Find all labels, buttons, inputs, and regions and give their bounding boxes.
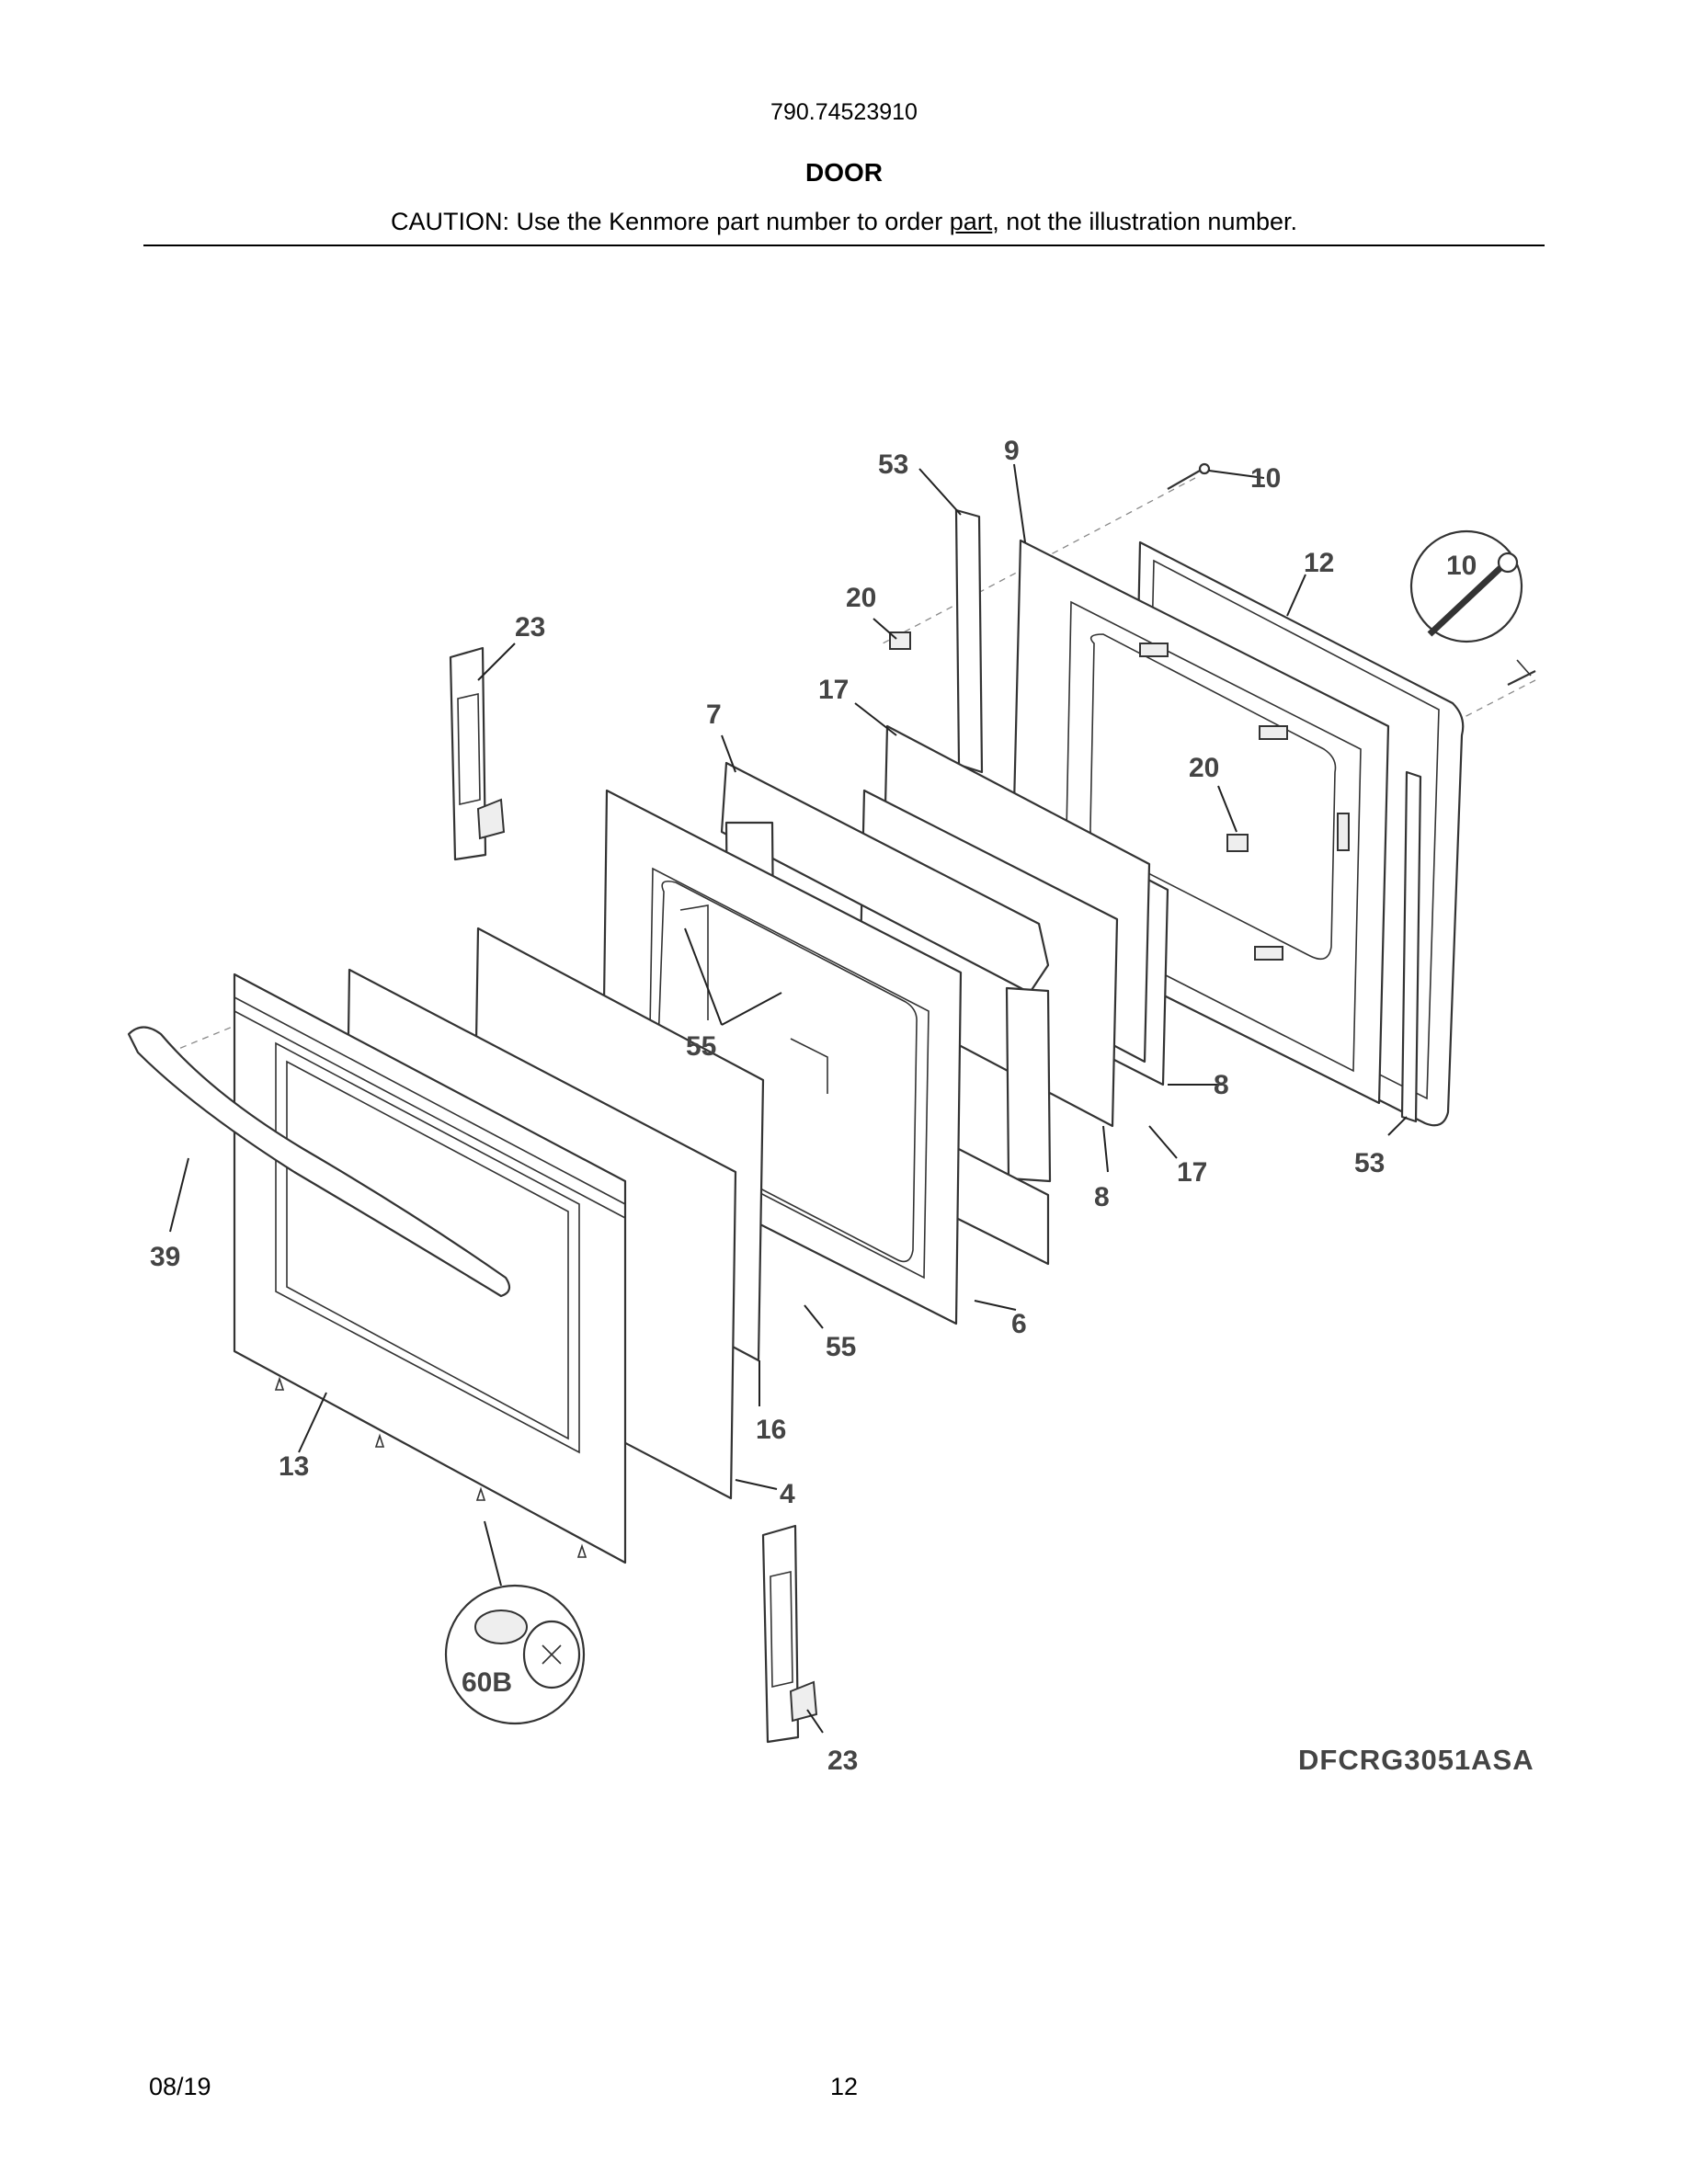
callout-labels: 53 9 10 10 12 23 20 20 17 7 55 8 8 17 53… <box>150 436 1534 1776</box>
callout-55-mid: 55 <box>686 1031 716 1062</box>
callout-6: 6 <box>1011 1309 1027 1339</box>
screw-10-detail <box>1167 462 1536 686</box>
callout-17-top: 17 <box>818 675 849 705</box>
callout-17-bottom: 17 <box>1177 1157 1207 1188</box>
callout-55-bottom: 55 <box>826 1332 856 1362</box>
callout-7: 7 <box>706 700 722 730</box>
header-rule <box>143 245 1545 246</box>
model-number: 790.74523910 <box>770 99 918 125</box>
page-number: 12 <box>829 2073 859 2100</box>
callout-8-bottom: 8 <box>1094 1182 1110 1212</box>
callout-8-right: 8 <box>1214 1070 1229 1100</box>
callout-20-right: 20 <box>1189 753 1219 783</box>
caution-text-end: , not the illustration number. <box>992 208 1297 235</box>
leader-lines <box>169 463 1408 1734</box>
door-handle <box>127 1026 511 1298</box>
diagram-code: DFCRG3051ASA <box>1298 1744 1534 1776</box>
outer-door-panel <box>233 973 627 1564</box>
callout-23-bottom: 23 <box>827 1746 858 1776</box>
callout-39: 39 <box>150 1242 180 1272</box>
callout-12: 12 <box>1304 548 1334 578</box>
callout-53-top: 53 <box>878 449 908 480</box>
bottom-screws <box>274 1376 587 1558</box>
screw-60b-detail <box>444 1520 586 1725</box>
door-hinge-bottom <box>761 1524 818 1744</box>
caution-note: CAUTION: Use the Kenmore part number to … <box>0 208 1688 236</box>
door-stop-clips <box>889 631 1249 852</box>
callout-10-detail: 10 <box>1446 551 1477 581</box>
section-title: DOOR <box>805 158 883 187</box>
callout-20-left: 20 <box>846 583 876 613</box>
callout-10-top: 10 <box>1250 463 1281 494</box>
left-side-trim-strip <box>954 508 984 774</box>
callout-9: 9 <box>1004 436 1020 466</box>
callout-23-top: 23 <box>515 612 545 643</box>
caution-underlined-word: part <box>949 208 993 235</box>
callout-53-bottom: 53 <box>1354 1148 1385 1178</box>
footer-date: 08/19 <box>149 2073 211 2100</box>
callout-16: 16 <box>756 1415 786 1445</box>
caution-text-start: CAUTION: Use the Kenmore part number to … <box>391 208 950 235</box>
callout-4: 4 <box>780 1479 795 1509</box>
right-side-trim-strip <box>1400 770 1422 1123</box>
callout-60b: 60B <box>462 1667 512 1698</box>
door-hinge-top <box>449 646 506 861</box>
callout-13: 13 <box>279 1451 309 1482</box>
